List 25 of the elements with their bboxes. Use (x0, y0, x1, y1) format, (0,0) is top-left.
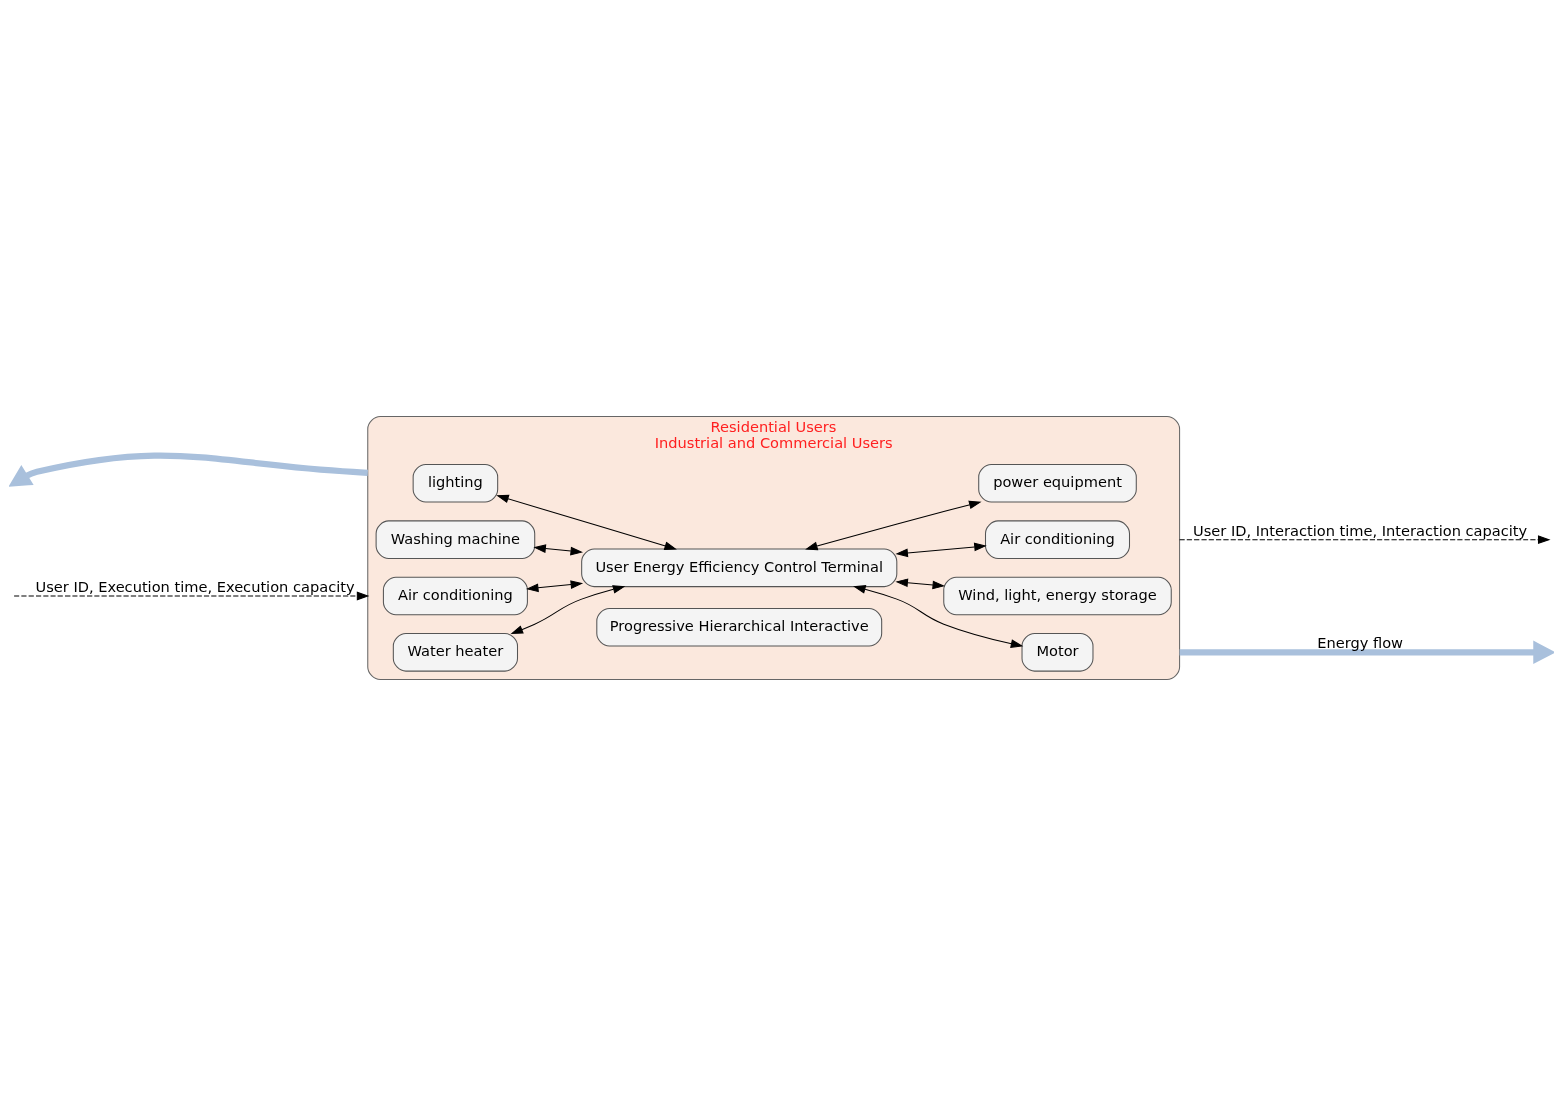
node-box: User Energy Efficiency Control Terminal (580, 548, 897, 587)
arrow (495, 494, 677, 550)
node-box: Air conditioning (382, 576, 528, 615)
arrow (13, 591, 369, 600)
arrow (804, 500, 982, 550)
node-box: power equipment (977, 463, 1137, 503)
node-box: lighting (412, 463, 498, 503)
arrow (8, 452, 368, 487)
node-box: Motor (1021, 632, 1093, 672)
arrow (894, 577, 945, 589)
arrow (525, 579, 583, 592)
node-box: Progressive Hierarchical Interactive (595, 607, 882, 647)
arrow (852, 584, 1023, 648)
arrow (894, 542, 987, 557)
arrow (532, 543, 583, 555)
edge-label: User ID, Interaction time, Interaction capacity (1192, 521, 1527, 539)
node-box: Washing machine (375, 519, 535, 559)
arrow (1178, 534, 1550, 544)
node-box: Wind, light, energy storage (942, 576, 1172, 615)
edge-label: User ID, Execution time, Execution capacity (35, 577, 355, 595)
node-box: Water heater (392, 632, 518, 672)
arrow (1179, 640, 1554, 664)
node-box: Air conditioning (984, 519, 1130, 559)
edge-label: Energy flow (1316, 633, 1403, 651)
arrow (510, 584, 625, 634)
